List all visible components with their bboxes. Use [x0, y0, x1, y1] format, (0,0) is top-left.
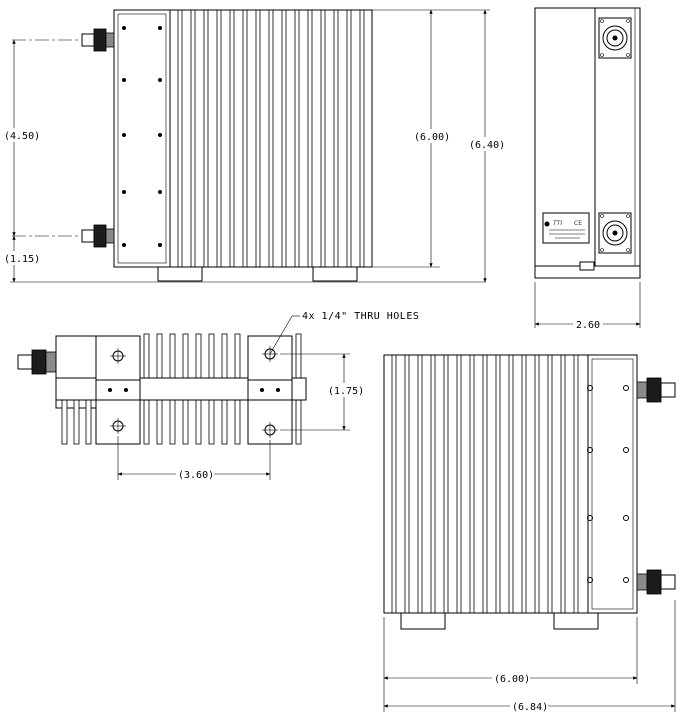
bottom-view: (6.00) (6.84) [383, 354, 676, 713]
dim-body-height: (6.00) [414, 132, 450, 143]
bottom-heatsink-fins [391, 355, 579, 613]
side-view: TTI CE 2.60 [534, 7, 641, 331]
front-foot-right [312, 266, 358, 282]
bottom-heatsink-body [383, 354, 589, 614]
dim-side-width: 2.60 [576, 320, 600, 331]
label-ce-mark: CE [574, 220, 582, 227]
dim-mount-spacing: (1.75) [328, 386, 364, 397]
side-connector-bottom [598, 212, 632, 254]
front-heatsink-body [169, 9, 373, 268]
front-foot-left [157, 266, 203, 282]
front-view: (4.50) (1.15) (6.00) (6.40) [2, 9, 507, 283]
label-plate: TTI CE [542, 212, 590, 244]
side-connector-top [598, 17, 632, 59]
front-connector-upper [81, 28, 115, 52]
bottom-foot-right [553, 612, 599, 630]
bottom-plate-screws [587, 385, 629, 583]
dim-overall-height: (6.40) [469, 140, 505, 151]
dim-overall-length: (6.84) [512, 702, 548, 713]
top-bracket-right [247, 335, 293, 445]
front-end-plate [113, 9, 171, 268]
note-mounting-holes: 4x 1/4" THRU HOLES [302, 311, 419, 322]
label-logo: TTI [553, 220, 562, 227]
top-bracket-left [95, 335, 141, 445]
dim-connector-offset: (1.15) [4, 254, 40, 265]
bottom-connector-upper [636, 377, 676, 403]
top-view: 4x 1/4" THRU HOLES (1.75) (3.60) [17, 311, 419, 481]
bottom-foot-left [400, 612, 446, 630]
top-connector [17, 349, 57, 375]
dim-body-length: (6.00) [494, 674, 530, 685]
bottom-end-plate [587, 354, 638, 614]
front-heatsink-fins [177, 10, 365, 267]
front-plate-screws [122, 26, 162, 247]
front-connector-lower [81, 224, 115, 248]
dim-hole-spacing: (3.60) [178, 470, 214, 481]
bottom-connector-lower [636, 569, 676, 595]
dim-connector-spacing: (4.50) [4, 131, 40, 142]
